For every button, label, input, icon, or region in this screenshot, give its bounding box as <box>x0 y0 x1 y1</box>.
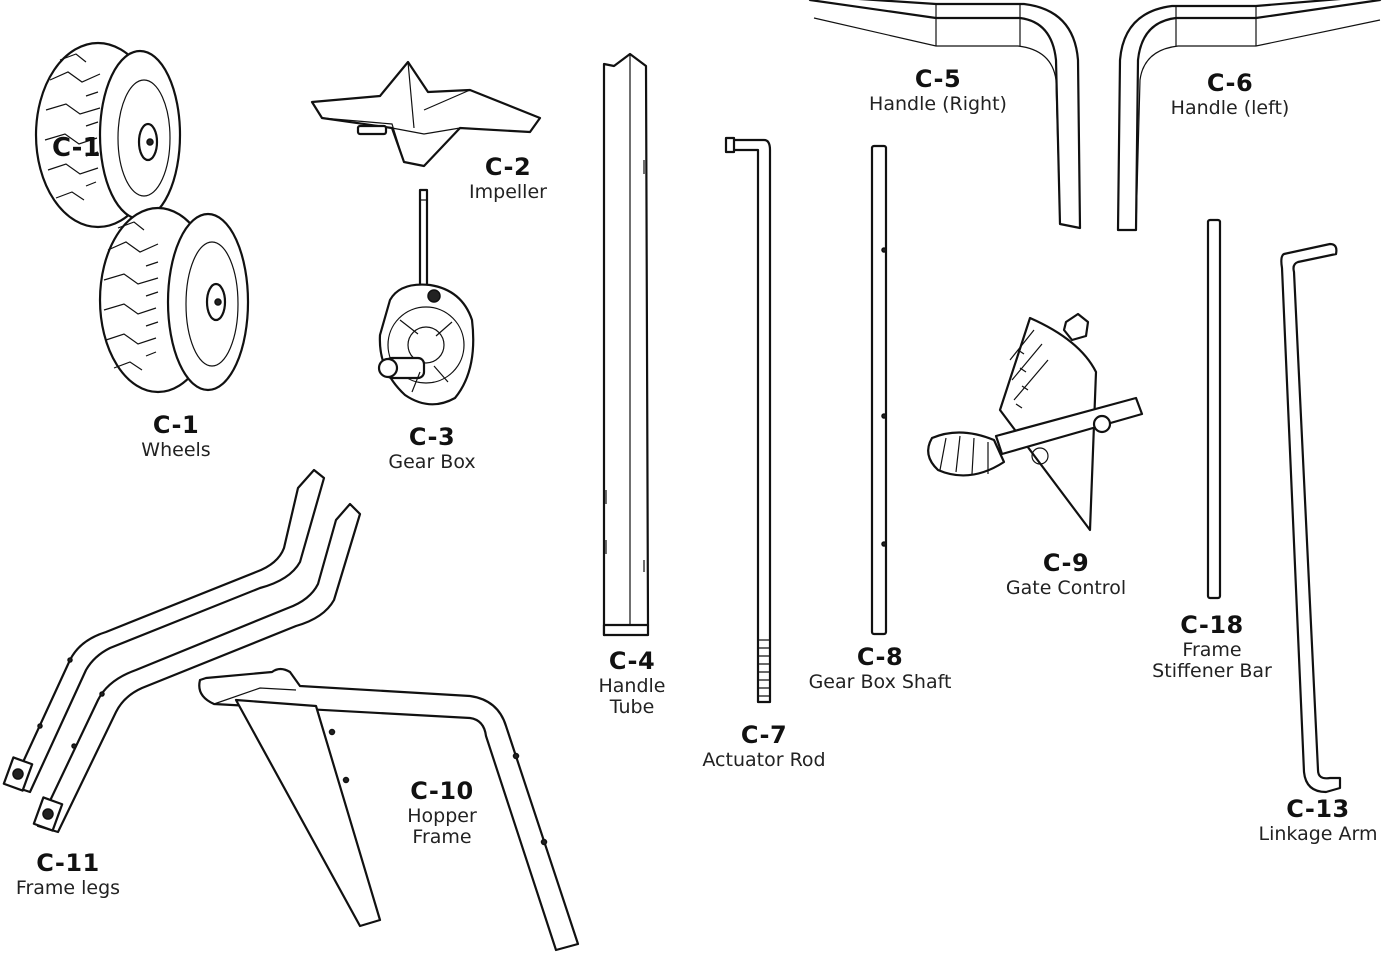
part-name: Gear Box Shaft <box>808 670 952 693</box>
part-label-c11: C-11 Frame legs <box>15 849 121 899</box>
part-label-c9: C-9 Gate Control <box>1005 549 1127 599</box>
part-code: C-11 <box>36 849 100 877</box>
part-name: Linkage Arm <box>1258 822 1378 845</box>
stiffener-bar-drawing <box>1206 218 1222 600</box>
hopper-frame-drawing <box>198 667 580 952</box>
wheels-drawing <box>34 41 250 394</box>
part-name: Handle (left) <box>1170 96 1290 119</box>
part-code: C-9 <box>1042 549 1090 577</box>
part-name: Actuator Rod <box>702 748 826 771</box>
part-name: Handle (Right) <box>869 92 1007 115</box>
part-name-line2: Tube <box>609 696 655 719</box>
part-label-c8: C-8 Gear Box Shaft <box>808 643 952 693</box>
handle-right-drawing <box>808 0 1082 230</box>
part-label-c4: C-4 Handle Tube <box>598 647 666 719</box>
part-code: C-13 <box>1286 795 1350 823</box>
handle-tube-drawing <box>602 52 650 637</box>
part-name-line2: Frame <box>412 826 472 849</box>
gearbox-drawing <box>377 188 475 406</box>
part-name: Hopper <box>407 804 477 827</box>
linkage-arm-drawing <box>1280 242 1342 794</box>
part-label-c1: C-1 Wheels <box>141 411 211 461</box>
part-name: Wheels <box>141 438 211 461</box>
frame-legs-drawing <box>2 468 362 834</box>
gearbox-shaft-drawing <box>870 144 888 636</box>
part-label-c2: C-2 Impeller <box>469 153 547 203</box>
part-name: Frame legs <box>15 876 121 899</box>
wheel-callout-text: C-1 <box>52 133 101 163</box>
actuator-rod-drawing <box>724 136 772 704</box>
handle-left-drawing <box>1116 0 1382 232</box>
part-label-c18: C-18 Frame Stiffener Bar <box>1152 611 1272 683</box>
part-name: Handle <box>598 674 666 697</box>
part-code: C-7 <box>740 721 788 749</box>
part-label-c5: C-5 Handle (Right) <box>869 65 1007 115</box>
part-code: C-4 <box>608 647 656 675</box>
part-label-c7: C-7 Actuator Rod <box>702 721 826 771</box>
part-code: C-6 <box>1206 69 1254 97</box>
part-label-c6: C-6 Handle (left) <box>1170 69 1290 119</box>
part-label-c3: C-3 Gear Box <box>388 423 476 473</box>
part-name-line2: Stiffener Bar <box>1152 660 1272 683</box>
part-name: Gate Control <box>1005 576 1127 599</box>
part-name: Gear Box <box>388 450 476 473</box>
part-label-c13: C-13 Linkage Arm <box>1258 795 1378 845</box>
part-name: Frame <box>1182 638 1242 661</box>
part-code: C-3 <box>408 423 456 451</box>
impeller-drawing <box>310 60 542 168</box>
part-code: C-10 <box>410 777 474 805</box>
part-code: C-2 <box>484 153 532 181</box>
part-code: C-5 <box>914 65 962 93</box>
part-code: C-18 <box>1180 611 1244 639</box>
part-label-c10: C-10 Hopper Frame <box>407 777 477 849</box>
gate-control-drawing <box>927 312 1144 532</box>
part-code: C-8 <box>856 643 904 671</box>
part-code: C-1 <box>152 411 200 439</box>
part-name: Impeller <box>469 180 547 203</box>
